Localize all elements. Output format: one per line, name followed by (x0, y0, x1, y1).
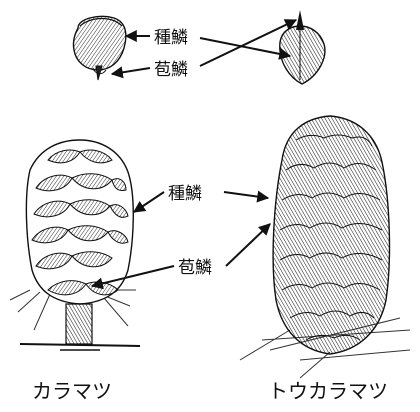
label-seed-scale-top: 種鱗 (154, 28, 188, 48)
caption-toukaramatsu: トウカラマツ (268, 379, 388, 403)
label-bract-scale-mid: 苞鱗 (178, 258, 212, 278)
arrow-bract-scale-left (112, 68, 150, 74)
arrow-seed-scale-right (200, 38, 290, 56)
arrow-seed-scale-karamatsu (134, 192, 164, 212)
arrow-bract-scale-toukaramatsu (226, 224, 270, 266)
single-scale-drawing (73, 16, 125, 80)
bract-scale-drawing (280, 10, 325, 84)
caption-karamatsu: カラマツ (32, 379, 112, 403)
karamatsu-cone (10, 140, 140, 350)
label-bract-scale-top: 苞鱗 (154, 60, 188, 80)
label-seed-scale-mid: 種鱗 (168, 184, 202, 204)
arrow-seed-scale-toukaramatsu (224, 192, 268, 198)
toukaramatsu-cone (240, 116, 410, 378)
